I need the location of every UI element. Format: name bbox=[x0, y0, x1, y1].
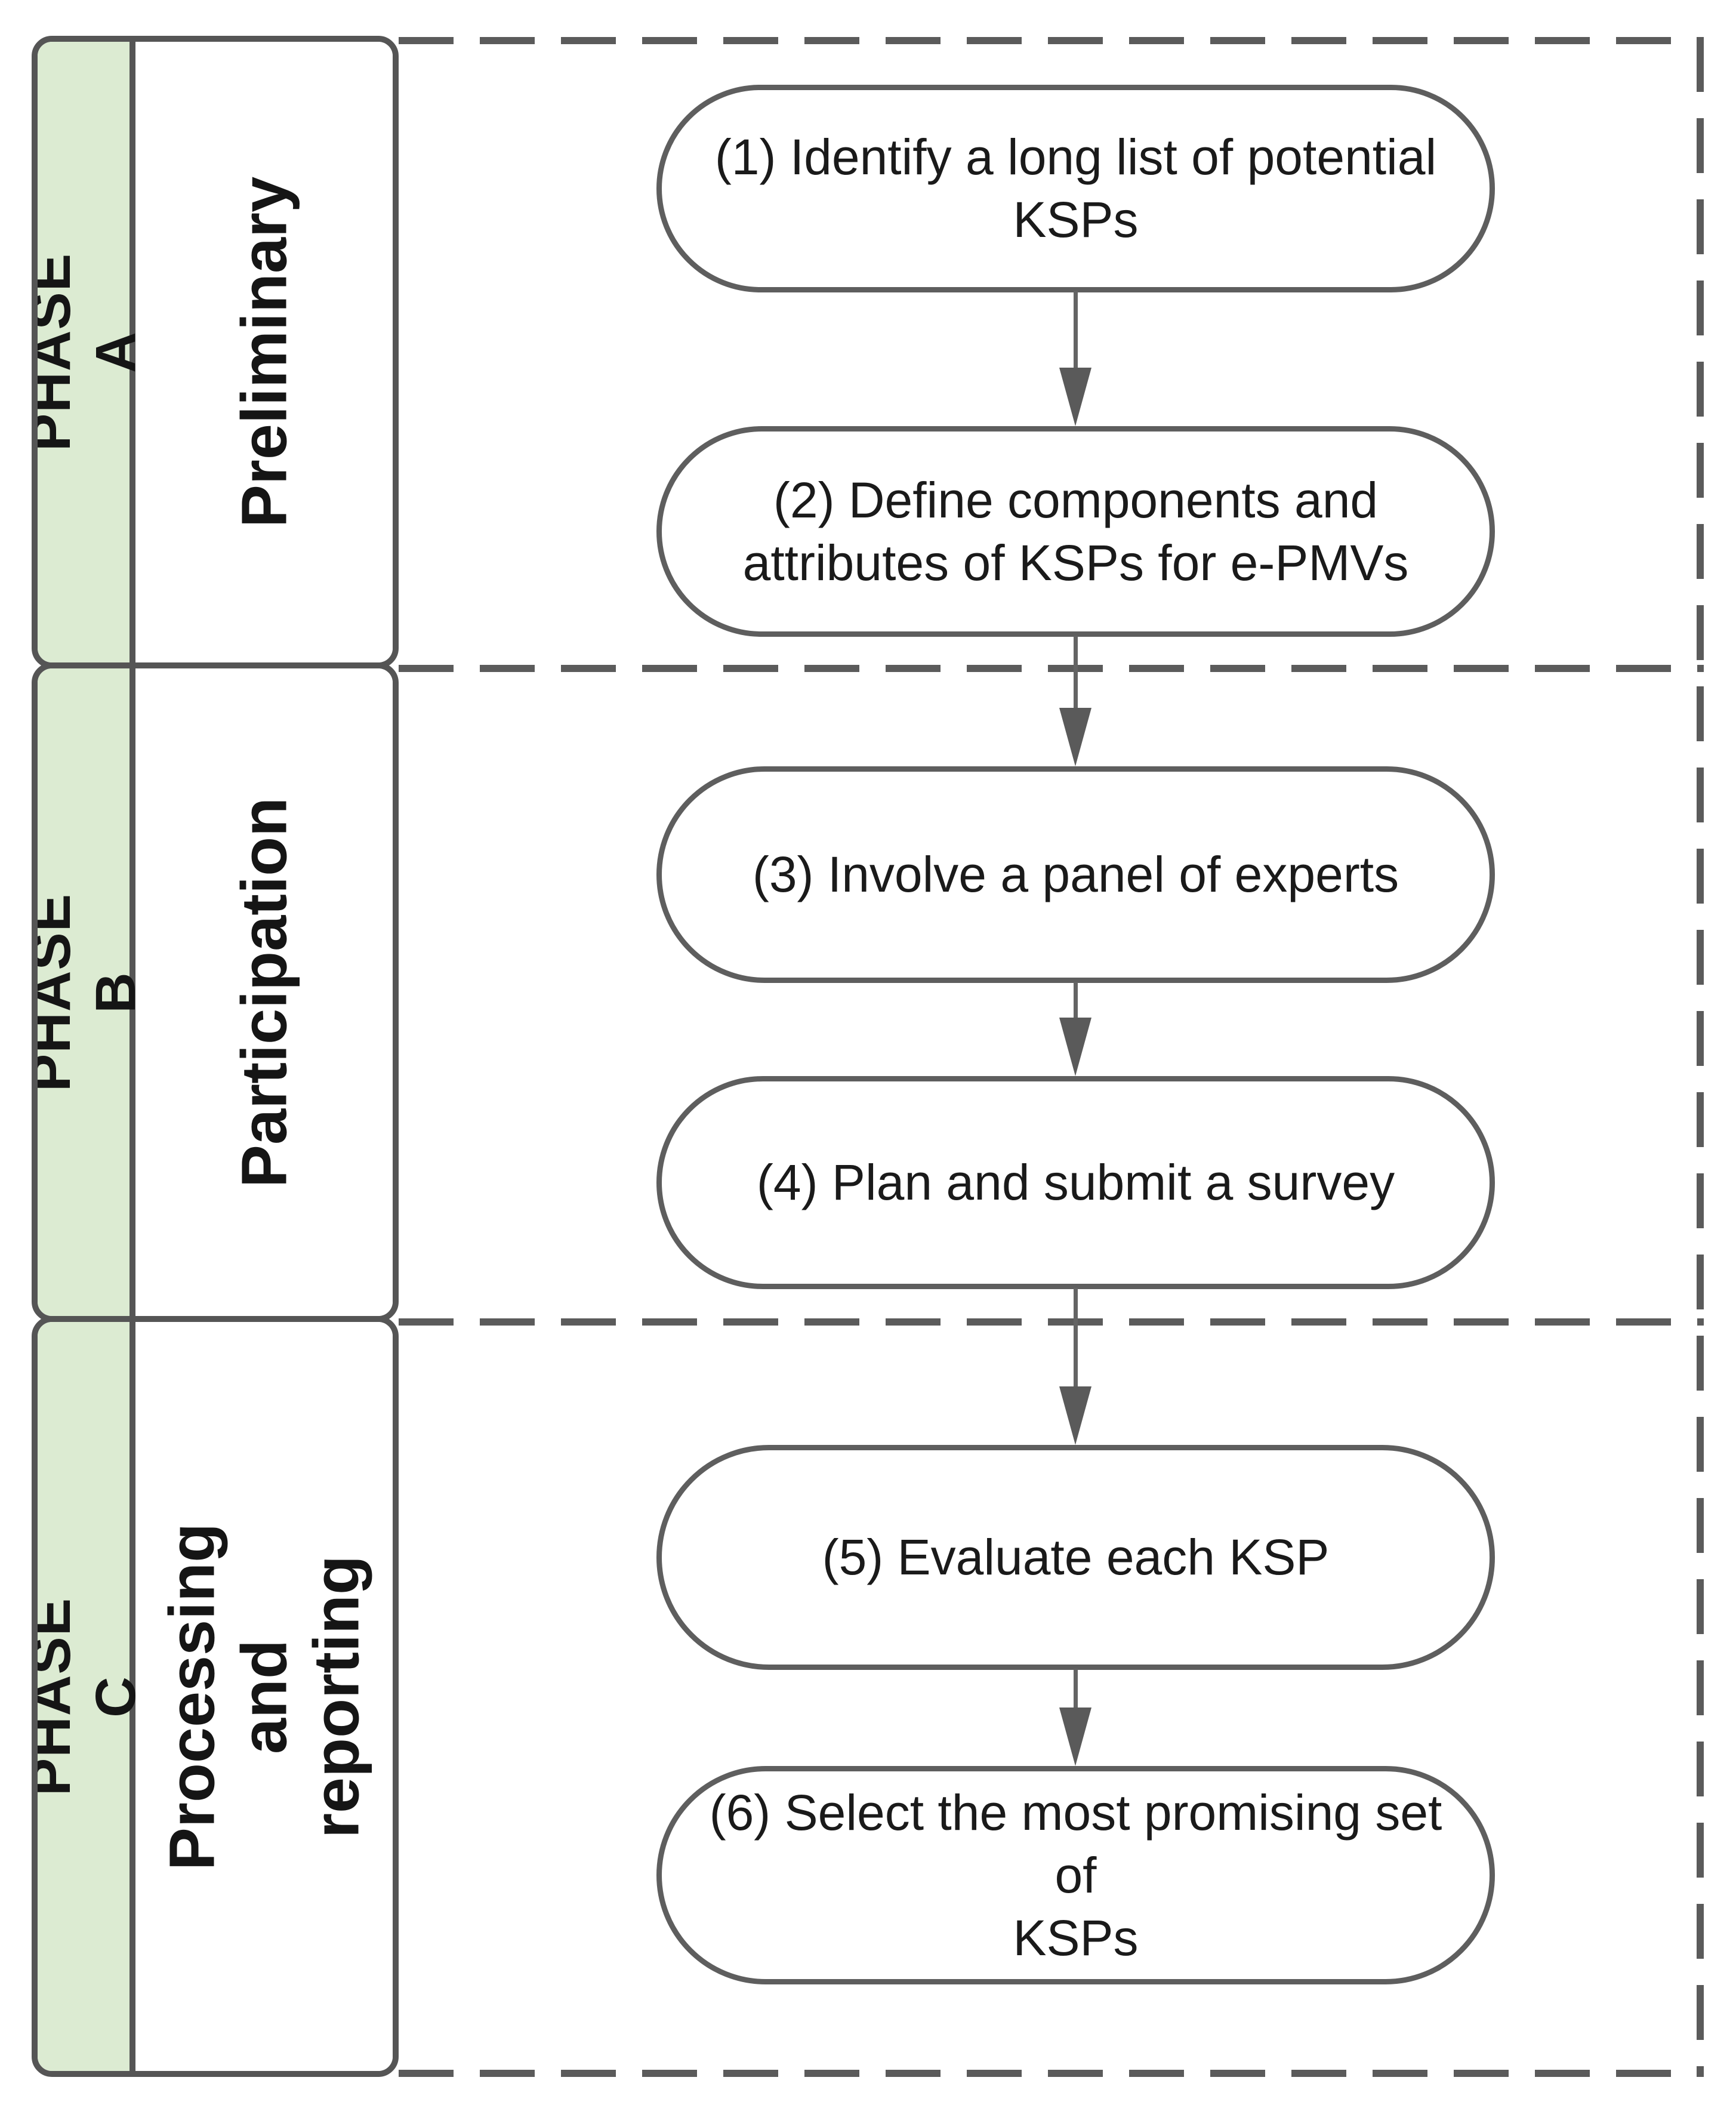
arrow-4-head bbox=[1059, 1386, 1091, 1445]
dashed-border-right bbox=[1697, 37, 1704, 2077]
step-2-label: (2) Define components and attributes of … bbox=[742, 471, 1409, 591]
phase-a-band-label: PHASE A bbox=[32, 252, 147, 452]
arrow-3-line bbox=[1074, 982, 1078, 1020]
arrow-2-line bbox=[1074, 636, 1078, 710]
phase-a-row: PHASE A Preliminary bbox=[32, 36, 399, 668]
phase-b-category-label: Participation bbox=[227, 797, 300, 1188]
phase-b-band: PHASE B bbox=[38, 668, 147, 1316]
step-2-node: (2) Define components and attributes of … bbox=[656, 426, 1495, 637]
arrow-2-head bbox=[1059, 708, 1091, 766]
arrow-1-head bbox=[1059, 368, 1091, 426]
dashed-border-bottom bbox=[399, 2070, 1704, 2077]
phase-c-row: PHASE C Processing and reporting bbox=[32, 1316, 399, 2077]
phase-b-row: PHASE B Participation bbox=[32, 662, 399, 1322]
phase-a-category: Preliminary bbox=[135, 42, 393, 662]
arrow-5-head bbox=[1059, 1708, 1091, 1766]
step-5-node: (5) Evaluate each KSP bbox=[656, 1445, 1495, 1670]
phase-a-band: PHASE A bbox=[38, 42, 147, 662]
phase-c-band: PHASE C bbox=[38, 1322, 147, 2071]
phase-b-band-label: PHASE B bbox=[32, 893, 147, 1092]
phase-a-category-label: Preliminary bbox=[227, 176, 300, 528]
arrow-3-head bbox=[1059, 1018, 1091, 1076]
dashed-border-top bbox=[399, 37, 1704, 44]
step-4-node: (4) Plan and submit a survey bbox=[656, 1076, 1495, 1289]
phase-b-category: Participation bbox=[135, 668, 393, 1316]
step-1-label: (1) Identify a long list of potential KS… bbox=[714, 129, 1437, 248]
phase-divider-a-b bbox=[399, 665, 1704, 672]
step-6-label: (6) Select the most promising set of KSP… bbox=[709, 1784, 1442, 1966]
step-4-label: (4) Plan and submit a survey bbox=[756, 1154, 1395, 1210]
arrow-4-line bbox=[1074, 1288, 1078, 1389]
step-1-node: (1) Identify a long list of potential KS… bbox=[656, 85, 1495, 292]
arrow-1-line bbox=[1074, 291, 1078, 370]
step-6-node: (6) Select the most promising set of KSP… bbox=[656, 1766, 1495, 1984]
phase-c-band-label: PHASE C bbox=[32, 1597, 147, 1796]
step-3-node: (3) Involve a panel of experts bbox=[656, 766, 1495, 983]
phase-c-category-label: Processing and reporting bbox=[155, 1522, 372, 1870]
phase-divider-b-c bbox=[399, 1318, 1704, 1326]
step-5-label: (5) Evaluate each KSP bbox=[822, 1529, 1330, 1585]
arrow-5-line bbox=[1074, 1669, 1078, 1710]
step-3-label: (3) Involve a panel of experts bbox=[752, 846, 1399, 902]
phase-c-category: Processing and reporting bbox=[135, 1322, 393, 2071]
